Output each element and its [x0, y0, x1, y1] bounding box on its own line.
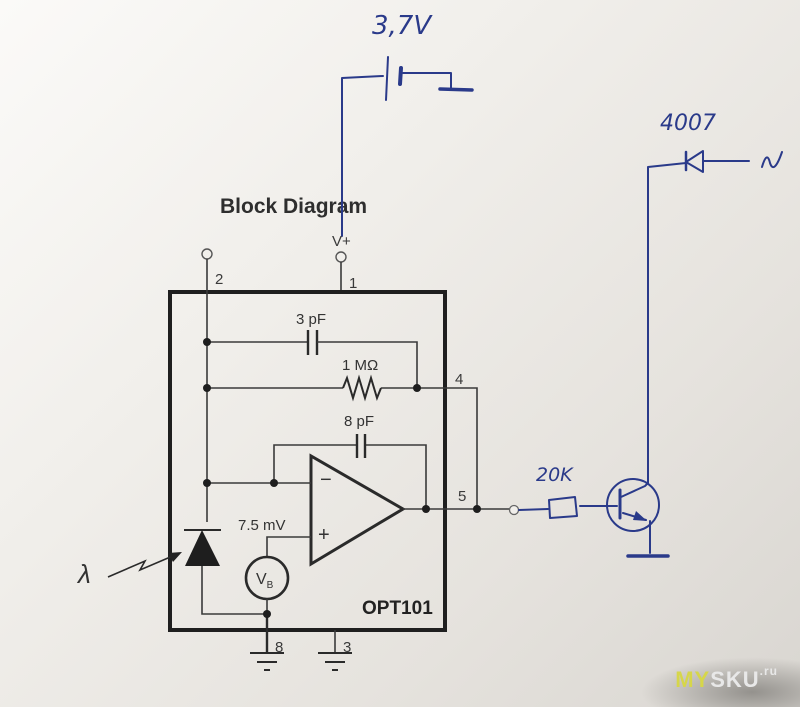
resistor-20k-symbol [548, 496, 578, 519]
opamp-plus: + [318, 524, 330, 546]
pin5-label: 5 [458, 488, 466, 505]
ground-icon-pin3 [318, 652, 352, 671]
pin1-label: 1 [349, 275, 357, 292]
light-arrow-icon [168, 552, 182, 562]
resistor-1m-label: 1 MΩ [342, 357, 378, 374]
cap-fb-wire-left [273, 444, 356, 483]
opamp-minus: − [320, 469, 332, 491]
bias-wire [266, 536, 311, 558]
chip-name: OPT101 [362, 598, 433, 619]
bias-return-wire [201, 566, 268, 615]
diagram-title: Block Diagram [220, 195, 367, 218]
resistor-1m-symbol [342, 374, 382, 402]
photodiode-icon [185, 530, 220, 566]
ac-source-icon [761, 151, 783, 169]
cap-fb-wire-right [366, 444, 427, 509]
watermark: MYSKU.ru [675, 664, 778, 693]
resistor-20k-label: 20K [536, 464, 574, 486]
ground-icon-pin8 [250, 652, 284, 671]
pin3-label: 3 [343, 639, 351, 656]
chip-outline [168, 290, 447, 632]
transistor-npn-icon [606, 162, 687, 558]
light-symbol: λ [76, 559, 91, 589]
watermark-ru: .ru [759, 664, 778, 678]
battery-voltage-label: 3,7V [372, 11, 433, 41]
watermark-shade [640, 657, 800, 707]
cap-top-wire-right [317, 341, 418, 388]
cap-3pf-symbol [306, 330, 319, 355]
pin2-terminal [201, 248, 213, 260]
opamp-symbol [309, 453, 406, 567]
watermark-my: MY [675, 667, 711, 692]
pin4-label: 4 [455, 371, 463, 388]
junction-dots [203, 338, 481, 618]
output-terminal [508, 504, 520, 516]
watermark-sku: SKU [710, 667, 760, 692]
pin1-terminal [335, 251, 347, 263]
diode-4007-icon [684, 150, 750, 173]
bias-source-label: VB [256, 571, 274, 591]
bias-source-symbol [244, 555, 290, 601]
pin2-label: 2 [215, 271, 223, 288]
cap-8pf-label: 8 pF [344, 413, 374, 430]
bias-voltage-label: 7.5 mV [238, 517, 286, 534]
supply-label: V+ [332, 233, 351, 250]
pin8-label: 8 [275, 639, 283, 656]
cap-8pf-symbol [355, 434, 367, 458]
light-ray [107, 554, 176, 578]
diode-label: 4007 [660, 111, 716, 136]
battery-symbol [341, 56, 474, 237]
cap-3pf-label: 3 pF [296, 311, 326, 328]
base-wire-left [518, 508, 549, 511]
